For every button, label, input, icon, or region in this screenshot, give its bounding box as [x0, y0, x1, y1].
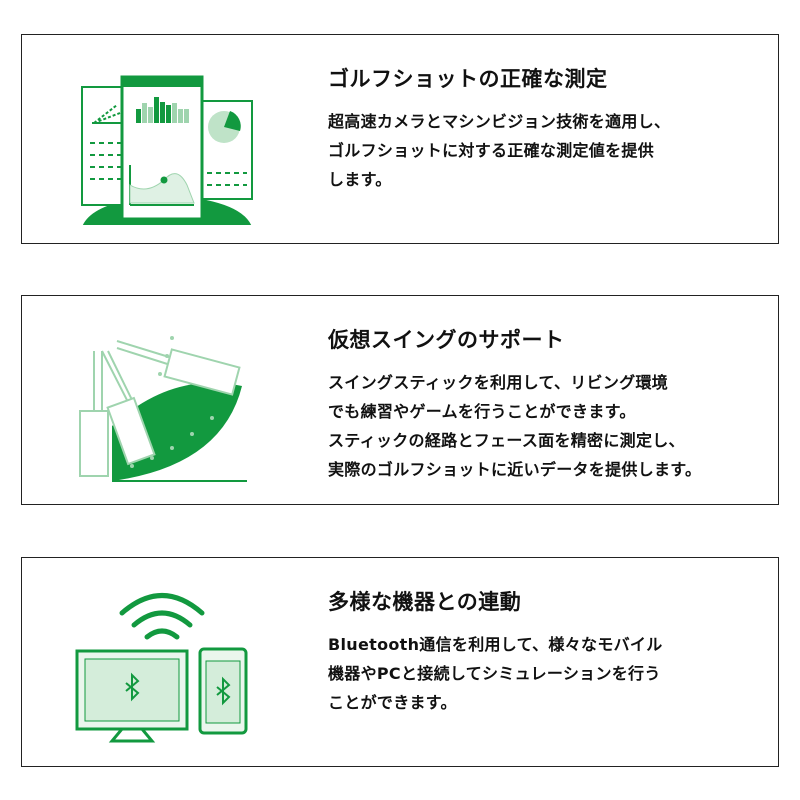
card-description: Bluetooth通信を利用して、様々なモバイル 機器やPCと接続してシミュレー… — [328, 635, 663, 712]
feature-card-device-connection: 多様な機器との連動 Bluetooth通信を利用して、様々なモバイル 機器やPC… — [21, 557, 779, 767]
swing-stick-icon — [79, 336, 247, 482]
feature-card-virtual-swing: 仮想スイングのサポート スイングスティックを利用して、リビング環境 でも練習やゲ… — [21, 295, 779, 505]
card-description: スイングスティックを利用して、リビング環境 でも練習やゲームを行うことができます… — [328, 373, 702, 479]
bluetooth-devices-icon — [75, 593, 248, 743]
analytics-dashboard-icon — [81, 75, 253, 225]
card-description: 超高速カメラとマシンビジョン技術を適用し、 ゴルフショットに対する正確な測定値を… — [328, 112, 671, 189]
card-title: ゴルフショットの正確な測定 — [328, 67, 608, 91]
card-title: 仮想スイングのサポート — [328, 328, 565, 352]
card-title: 多様な機器との連動 — [328, 590, 522, 614]
feature-card-measurement: ゴルフショットの正確な測定 超高速カメラとマシンビジョン技術を適用し、 ゴルフシ… — [21, 34, 779, 244]
